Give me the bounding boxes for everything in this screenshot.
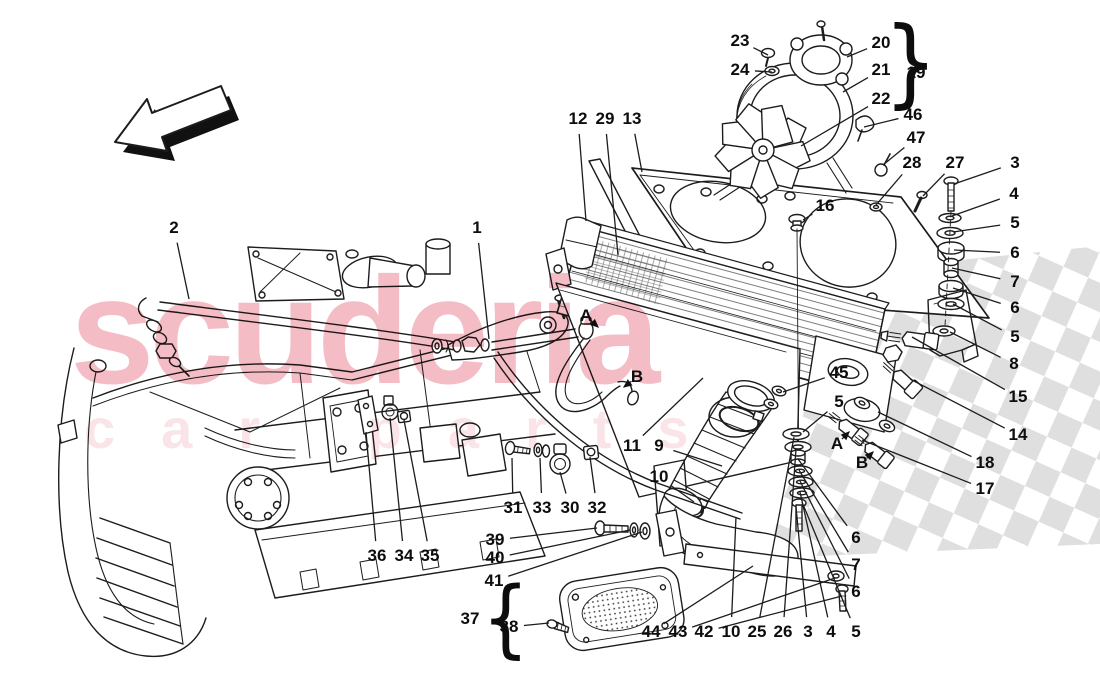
leader-line bbox=[753, 47, 769, 56]
temperature-sensor-icon bbox=[880, 330, 940, 351]
leader-line bbox=[508, 531, 643, 577]
leader-line bbox=[642, 377, 704, 437]
leader-line bbox=[953, 249, 1001, 253]
leader-line bbox=[663, 565, 754, 625]
leader-line bbox=[477, 242, 490, 340]
shield-screw-icon bbox=[546, 619, 570, 634]
leader-line bbox=[846, 48, 868, 58]
panel-mount-hardware bbox=[936, 176, 965, 327]
pressure-switches bbox=[828, 396, 896, 470]
leader-line bbox=[559, 471, 567, 494]
leader-line bbox=[922, 173, 946, 197]
hose-clamp-hardware bbox=[357, 395, 600, 475]
leader-line bbox=[911, 336, 1006, 391]
leader-line bbox=[875, 173, 903, 206]
leader-line bbox=[589, 456, 596, 494]
leader-line bbox=[798, 469, 849, 553]
leader-line bbox=[842, 76, 869, 93]
leader-line bbox=[909, 378, 1005, 429]
leader-line bbox=[782, 377, 826, 393]
temperature-sensor-icon bbox=[882, 361, 924, 400]
leader-line bbox=[589, 318, 599, 328]
leader-line bbox=[578, 133, 587, 222]
direction-arrow-icon bbox=[114, 85, 239, 161]
leader-line bbox=[523, 622, 550, 627]
cooling-fan-assembly bbox=[713, 20, 928, 213]
leader-line bbox=[691, 577, 836, 628]
leader-line bbox=[951, 198, 1001, 217]
leader-line bbox=[731, 516, 737, 618]
leader-line bbox=[797, 458, 848, 527]
leader-line bbox=[539, 457, 543, 494]
leader-line bbox=[802, 411, 828, 433]
leader-line bbox=[176, 242, 190, 300]
leader-line bbox=[801, 501, 851, 619]
leader-line bbox=[509, 529, 631, 556]
leader-line bbox=[799, 480, 850, 579]
leader-line bbox=[622, 379, 633, 388]
leader-line bbox=[953, 167, 1002, 185]
leader-lines bbox=[176, 47, 1006, 629]
leader-line bbox=[864, 451, 874, 461]
leader-line bbox=[759, 436, 795, 618]
leader-line bbox=[952, 303, 1003, 331]
leader-line bbox=[718, 595, 843, 629]
leader-line bbox=[799, 491, 829, 618]
oil-cooling-radiator bbox=[545, 216, 890, 397]
leader-line bbox=[877, 411, 972, 458]
leader-line bbox=[634, 133, 643, 173]
leader-line bbox=[389, 417, 404, 542]
leader-line bbox=[952, 224, 1001, 233]
thermostat-housing bbox=[803, 289, 979, 433]
leader-line bbox=[800, 106, 869, 147]
leader-line bbox=[783, 448, 797, 618]
leader-line bbox=[754, 70, 773, 73]
leader-line bbox=[840, 431, 850, 441]
leader-line bbox=[882, 146, 905, 166]
leader-line bbox=[951, 267, 1001, 280]
leader-line bbox=[795, 506, 808, 618]
leader-line bbox=[511, 457, 514, 494]
leader-line bbox=[952, 287, 1001, 305]
gearbox-illustration bbox=[57, 238, 569, 658]
leader-line bbox=[670, 485, 695, 503]
leader-line bbox=[403, 419, 428, 542]
leader-line bbox=[949, 331, 1001, 358]
leader-line bbox=[509, 527, 598, 539]
leader-line bbox=[863, 117, 899, 128]
leader-line bbox=[802, 213, 813, 221]
leader-line bbox=[861, 439, 972, 485]
leader-line bbox=[365, 431, 377, 542]
leader-line bbox=[673, 449, 723, 467]
leader-line bbox=[605, 133, 619, 256]
